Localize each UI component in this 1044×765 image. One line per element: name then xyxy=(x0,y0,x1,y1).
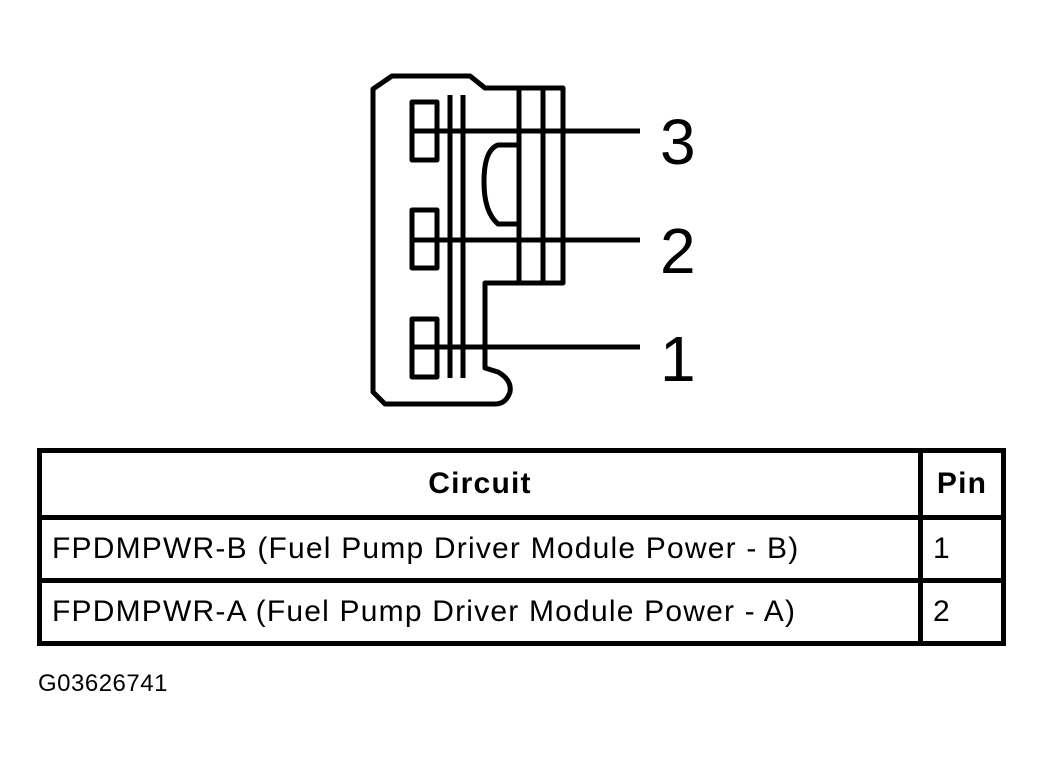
pin-column-header: Pin xyxy=(918,448,1006,520)
circuit-cell: FPDMPWR-A (Fuel Pump Driver Module Power… xyxy=(37,578,923,646)
circuit-column-header: Circuit xyxy=(37,448,923,520)
pin-cell: 2 xyxy=(918,578,1006,646)
figure-id: G03626741 xyxy=(38,670,168,697)
pin-cell: 1 xyxy=(918,515,1006,583)
pin-label-1: 1 xyxy=(660,323,696,395)
table-row: FPDMPWR-B (Fuel Pump Driver Module Power… xyxy=(37,515,1006,583)
connector-diagram: 3 2 1 xyxy=(370,73,696,407)
pinout-table: Circuit Pin FPDMPWR-B (Fuel Pump Driver … xyxy=(37,448,1006,646)
table-row: FPDMPWR-A (Fuel Pump Driver Module Power… xyxy=(37,578,1006,646)
connector-housing xyxy=(370,73,566,407)
pin-label-3: 3 xyxy=(660,106,696,178)
pin-label-2: 2 xyxy=(660,215,696,287)
connector-latch xyxy=(481,142,520,227)
circuit-cell: FPDMPWR-B (Fuel Pump Driver Module Power… xyxy=(37,515,923,583)
table-header-row: Circuit Pin xyxy=(37,448,1006,520)
